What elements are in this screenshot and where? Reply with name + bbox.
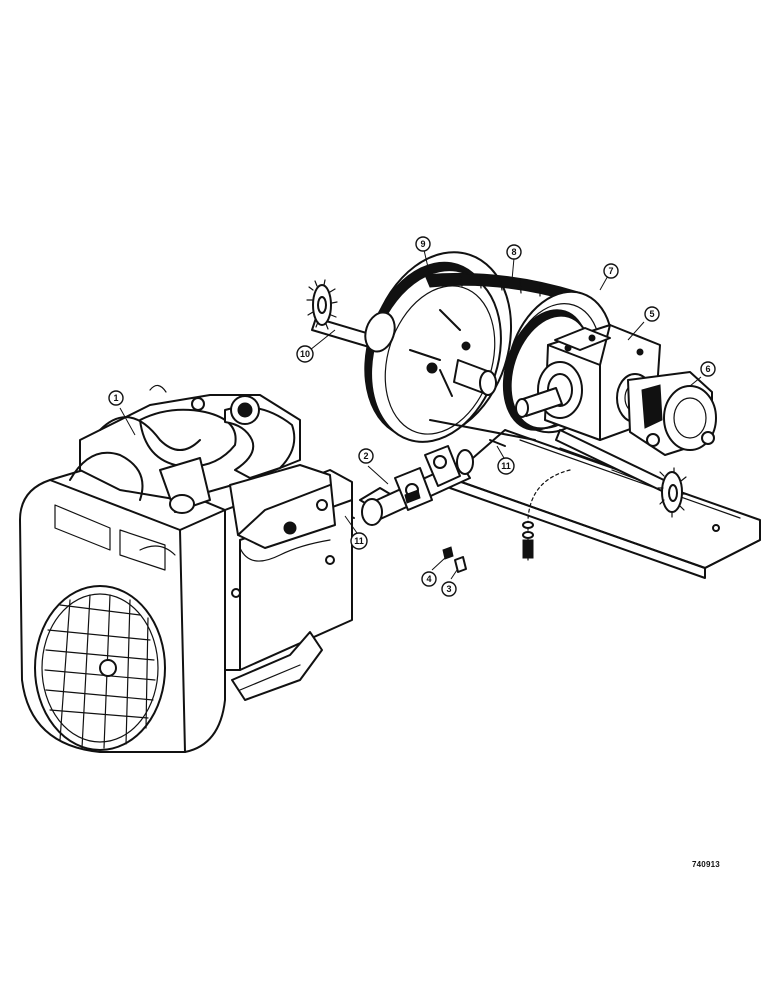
svg-text:3: 3 <box>446 584 451 594</box>
hydraulic-pump <box>627 371 717 456</box>
callout-2: 2 <box>358 448 374 464</box>
shaft-key-right <box>489 439 506 447</box>
svg-text:6: 6 <box>705 364 710 374</box>
svg-text:4: 4 <box>426 574 431 584</box>
callout-3: 3 <box>441 581 457 597</box>
svg-text:11: 11 <box>354 536 364 546</box>
callout-11-right: 11 <box>497 457 515 475</box>
callout-7: 7 <box>603 263 619 279</box>
drawing-number: 740913 <box>692 860 720 869</box>
svg-text:1: 1 <box>113 393 118 403</box>
callout-9: 9 <box>415 236 431 252</box>
svg-text:9: 9 <box>420 239 425 249</box>
callout-5: 5 <box>644 306 660 322</box>
drive-belt <box>424 272 579 441</box>
output-shaft-sprocket <box>555 429 688 518</box>
svg-text:5: 5 <box>649 309 654 319</box>
svg-text:10: 10 <box>300 349 310 359</box>
svg-text:11: 11 <box>501 461 511 471</box>
callout-11-left: 11 <box>350 532 368 550</box>
callout-10: 10 <box>296 345 314 363</box>
svg-text:2: 2 <box>363 451 368 461</box>
callout-4: 4 <box>421 571 437 587</box>
callout-8: 8 <box>506 244 522 260</box>
engine-assembly <box>19 384 353 753</box>
callout-1: 1 <box>108 390 124 406</box>
svg-text:7: 7 <box>608 266 613 276</box>
driven-pulley <box>364 251 513 443</box>
exploded-bolt-stack <box>522 469 571 561</box>
svg-text:8: 8 <box>511 247 516 257</box>
set-screws <box>442 546 467 573</box>
callout-6: 6 <box>700 361 716 377</box>
universal-joint-driveshaft <box>359 445 474 526</box>
